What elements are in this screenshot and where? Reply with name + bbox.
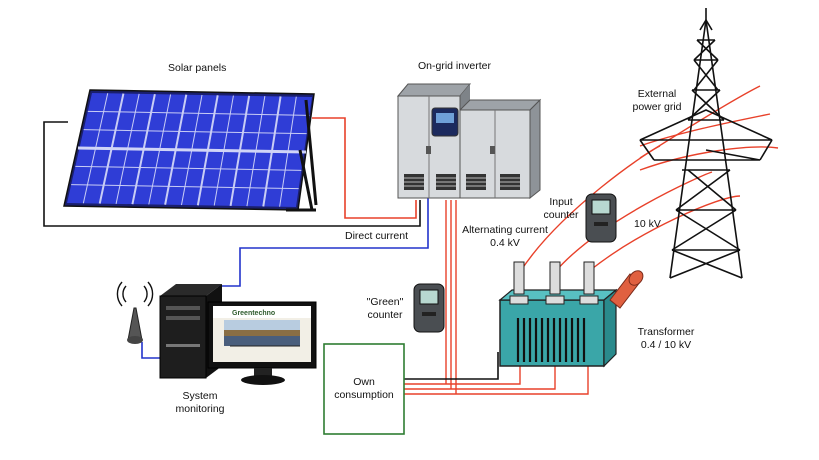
website-logo-text: Greentechno bbox=[232, 310, 275, 317]
system-monitoring-label-line2: monitoring bbox=[175, 403, 225, 415]
own-consumption-box bbox=[323, 343, 405, 435]
green-counter-label: "Green" counter bbox=[360, 296, 410, 322]
voltage-10kv-label: 10 kV bbox=[634, 218, 661, 230]
transformer-label-line1: Transformer bbox=[637, 326, 695, 338]
transmission-tower bbox=[639, 8, 773, 279]
transformer-bushings bbox=[509, 261, 599, 305]
direct-current-label: Direct current bbox=[345, 230, 409, 242]
dc-wire-black bbox=[43, 121, 421, 227]
own-consumption-label: Own consumption bbox=[326, 376, 402, 402]
alternating-current-label-line2: 0.4 kV bbox=[490, 237, 520, 249]
input-counter bbox=[585, 193, 617, 243]
external-grid-label-line2: power grid bbox=[632, 101, 682, 113]
green-counter-label-line1: "Green" bbox=[366, 296, 404, 308]
alternating-current-label-line1: Alternating current bbox=[462, 224, 548, 236]
monitor bbox=[207, 301, 317, 385]
own-consumption-label-line2: consumption bbox=[334, 389, 394, 401]
transformer bbox=[498, 261, 644, 368]
antenna bbox=[116, 281, 154, 344]
solar-panel-array bbox=[63, 89, 318, 212]
own-consumption-label-line1: Own bbox=[353, 376, 375, 388]
inverter-vent-slats bbox=[404, 177, 520, 187]
green-counter bbox=[413, 283, 445, 333]
black-ground-wire bbox=[404, 352, 499, 380]
inverter-label: On-grid inverter bbox=[418, 60, 491, 72]
data-wire bbox=[141, 198, 429, 359]
inverter-cabinet bbox=[396, 83, 542, 200]
transformer-insulator bbox=[609, 270, 644, 309]
dc-wire-red bbox=[312, 117, 417, 219]
external-grid-label: External power grid bbox=[617, 88, 697, 114]
input-counter-label-line1: Input bbox=[549, 196, 573, 208]
alternating-current-label: Alternating current 0.4 kV bbox=[455, 224, 555, 250]
transformer-fins bbox=[516, 318, 586, 362]
transformer-label-line2: 0.4 / 10 kV bbox=[640, 339, 692, 351]
system-monitoring-label-line1: System bbox=[182, 390, 218, 402]
transformer-label: Transformer 0.4 / 10 kV bbox=[626, 326, 706, 352]
green-counter-label-line2: counter bbox=[367, 309, 403, 321]
input-counter-label-line2: counter bbox=[543, 209, 579, 221]
input-counter-label: Input counter bbox=[538, 196, 584, 222]
system-monitoring-label: System monitoring bbox=[160, 390, 240, 416]
external-grid-label-line1: External bbox=[637, 88, 677, 100]
solar-panels-label: Solar panels bbox=[168, 62, 227, 74]
